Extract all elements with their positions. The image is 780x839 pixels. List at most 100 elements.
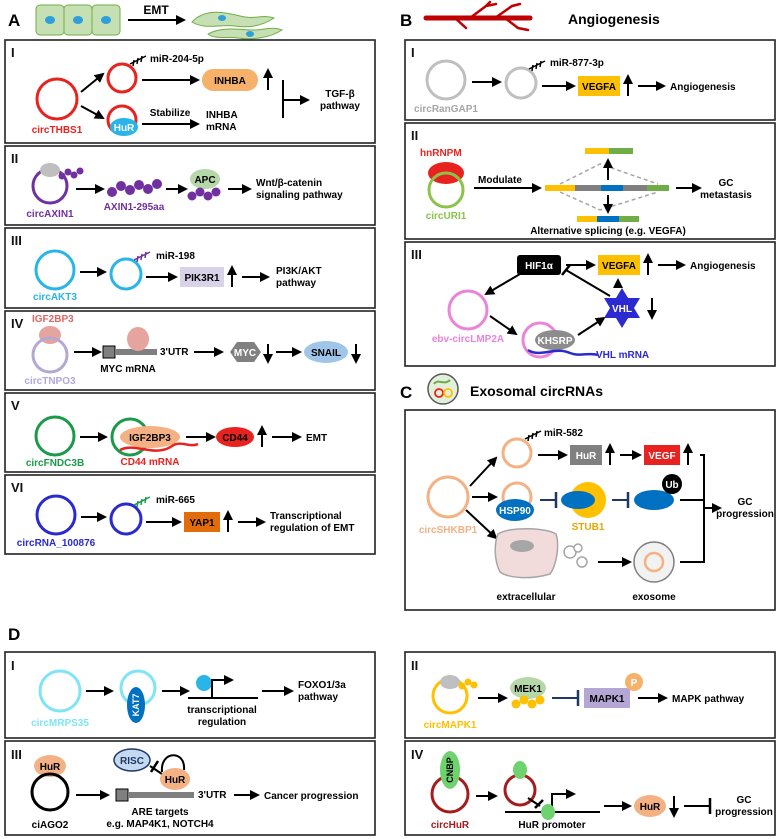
- ciago2-circle: [30, 772, 70, 812]
- svg-text:GC: GC: [737, 795, 752, 806]
- svg-text:II: II: [411, 128, 418, 143]
- svg-text:Cancer progression: Cancer progression: [264, 791, 358, 802]
- ribosome-icon: [40, 163, 60, 177]
- snail-ellipse: [304, 341, 348, 363]
- circfndc3b-circle: [34, 415, 76, 457]
- svg-text:circMAPK1: circMAPK1: [424, 720, 477, 731]
- hif1a-box: [517, 255, 561, 275]
- svg-text:KHSRP: KHSRP: [537, 336, 572, 347]
- svg-text:GC: GC: [719, 178, 734, 189]
- exosome-circle: [633, 541, 675, 583]
- svg-text:VHL: VHL: [612, 304, 632, 315]
- emt-label: EMT: [143, 3, 169, 17]
- circthbs1-label: circTHBS1: [32, 125, 83, 136]
- panel-a-i-box: [4, 39, 376, 144]
- svg-text:PI3K/AKT: PI3K/AKT: [276, 266, 322, 277]
- ub-circle: [662, 474, 682, 494]
- hur-box: [570, 445, 602, 465]
- svg-text:circSHKBP1: circSHKBP1: [419, 525, 478, 536]
- svg-text:progression: progression: [716, 509, 774, 520]
- exosomal-title: Exosomal circRNAs: [470, 383, 603, 399]
- svg-text:3'UTR: 3'UTR: [198, 790, 227, 801]
- svg-text:IGF2BP3: IGF2BP3: [129, 433, 171, 444]
- circrangap1-circle: [425, 59, 467, 101]
- vhl-star: [604, 288, 640, 328]
- svg-text:EMT: EMT: [306, 433, 327, 444]
- svg-text:STUB1: STUB1: [572, 522, 605, 533]
- svg-text:MYC: MYC: [234, 348, 256, 359]
- svg-text:ebv-circLMP2A: ebv-circLMP2A: [432, 334, 504, 345]
- stabilize-label: Stabilize: [150, 108, 191, 119]
- svg-text:transcriptional: transcriptional: [187, 705, 257, 716]
- panel-a-vi-box: [4, 474, 376, 555]
- svg-text:miR-877-3p: miR-877-3p: [550, 58, 604, 69]
- vegfa-box: [578, 76, 620, 96]
- apc-ellipse: [190, 169, 220, 189]
- risc-ellipse: [113, 748, 151, 772]
- vegf-box: [644, 445, 680, 465]
- svg-text:Angiogenesis: Angiogenesis: [690, 261, 756, 272]
- svg-text:miR-665: miR-665: [156, 495, 195, 506]
- panel-a-ii-box: [4, 145, 376, 226]
- svg-text:ciAGO2: ciAGO2: [32, 820, 69, 831]
- vhl-mrna-line: [527, 348, 599, 357]
- svg-text:regulation: regulation: [198, 717, 246, 728]
- circthbs1-circle: [35, 77, 79, 121]
- blood-vessel-icon: [423, 0, 533, 32]
- svg-text:VEGFA: VEGFA: [582, 82, 616, 93]
- svg-text:I: I: [11, 658, 15, 673]
- svg-text:VHL mRNA: VHL mRNA: [596, 350, 649, 361]
- exosome-icon: [427, 373, 459, 405]
- tgfb-line1: TGF-β: [325, 89, 354, 100]
- svg-text:signaling pathway: signaling pathway: [256, 190, 343, 201]
- svg-text:CNBP: CNBP: [445, 757, 455, 783]
- svg-text:IV: IV: [11, 316, 24, 331]
- svg-text:MEK1: MEK1: [514, 684, 542, 695]
- igf2bp3-box: [120, 426, 180, 448]
- khsrp-ellipse: [535, 330, 575, 350]
- svg-text:ARE targets: ARE targets: [131, 807, 189, 818]
- peptide-chain-icon: [58, 167, 84, 180]
- epithelial-cells-icon: [35, 4, 121, 36]
- svg-text:MAPK pathway: MAPK pathway: [672, 694, 745, 705]
- svg-text:RISC: RISC: [120, 756, 144, 767]
- svg-text:miR-582: miR-582: [544, 428, 583, 439]
- mir-204-label: miR-204-5p: [150, 54, 204, 65]
- inhba-mrna-line2: mRNA: [206, 122, 237, 133]
- svg-text:FOXO1/3a: FOXO1/3a: [298, 680, 346, 691]
- circmrps35-circle: [38, 669, 82, 713]
- kat7-ellipse: [127, 687, 145, 723]
- circtnpo3-circle: [31, 336, 69, 374]
- cell-shape: [494, 528, 559, 579]
- svg-text:II: II: [11, 151, 18, 166]
- circrna-100876-circle: [35, 494, 77, 536]
- svg-text:III: III: [11, 233, 22, 248]
- axin1-295aa-icon: [107, 179, 162, 197]
- svg-text:III: III: [411, 247, 422, 262]
- svg-text:circFNDC3B: circFNDC3B: [26, 458, 84, 469]
- svg-text:HIF1α: HIF1α: [525, 261, 554, 272]
- hur-ellipse: [110, 118, 138, 136]
- svg-text:metastasis: metastasis: [700, 190, 752, 201]
- svg-text:circAXIN1: circAXIN1: [26, 209, 74, 220]
- svg-text:pathway: pathway: [298, 692, 338, 703]
- panel-d-iv-box: [404, 740, 776, 836]
- panel-c-box: [404, 409, 776, 611]
- cnbp-ellipse: [440, 751, 460, 789]
- svg-text:Ub: Ub: [665, 480, 678, 491]
- panel-b-iii-box: [404, 241, 776, 367]
- svg-text:MYC mRNA: MYC mRNA: [100, 364, 156, 375]
- svg-text:extracellular: extracellular: [497, 592, 556, 603]
- mek1-ellipse: [510, 677, 546, 699]
- hur-ellipse-top: [34, 755, 66, 777]
- mesenchymal-cells-icon: [191, 11, 284, 40]
- svg-text:GC: GC: [738, 497, 753, 508]
- svg-text:Wnt/β-catenin: Wnt/β-catenin: [256, 178, 322, 189]
- ebv-circlmp2a-circle: [447, 289, 489, 331]
- mapk1-box: [584, 688, 630, 708]
- svg-text:HSP90: HSP90: [499, 506, 531, 517]
- svg-text:circRanGAP1: circRanGAP1: [414, 104, 478, 115]
- svg-text:circMRPS35: circMRPS35: [31, 718, 89, 729]
- svg-text:IV: IV: [411, 747, 424, 762]
